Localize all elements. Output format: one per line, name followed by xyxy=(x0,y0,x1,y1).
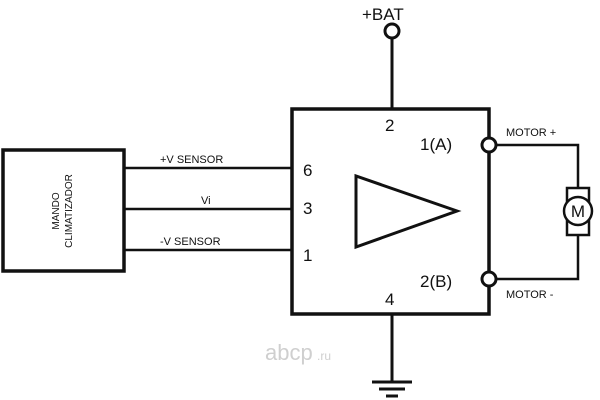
wire-motor-neg xyxy=(496,235,580,281)
watermark-brand: abcp xyxy=(265,340,313,365)
controller-label-line2: CLIMATIZADOR xyxy=(64,174,75,248)
pin-2-label: 2 xyxy=(385,116,394,135)
wire-motor-pos xyxy=(496,143,580,188)
controller-label: MANDO CLIMATIZADOR xyxy=(51,174,75,248)
pin-out-b-label: 2(B) xyxy=(420,272,452,291)
ground-icon xyxy=(372,380,412,398)
motor-symbol: M xyxy=(571,202,585,221)
pin-4-label: 4 xyxy=(385,290,394,309)
amplifier-symbol xyxy=(354,173,462,250)
motor-neg-label: MOTOR - xyxy=(506,289,554,301)
terminal-out-b xyxy=(480,270,498,288)
motor-pos-label: MOTOR + xyxy=(506,127,556,139)
wire-v-sensor-neg-label: -V SENSOR xyxy=(160,236,221,248)
controller-box xyxy=(1,148,126,273)
terminal-out-a xyxy=(480,136,498,154)
pin-3-label: 3 xyxy=(303,199,312,218)
wire-v-sensor-pos-label: +V SENSOR xyxy=(160,154,223,166)
watermark: abcp .ru xyxy=(265,340,331,365)
controller-label-line1: MANDO xyxy=(51,192,62,229)
motor-icon: M xyxy=(562,186,594,237)
supply-label: +BAT xyxy=(362,5,404,24)
pin-1-label: 1 xyxy=(303,246,312,265)
supply-terminal xyxy=(383,22,401,40)
watermark-tld: .ru xyxy=(317,349,331,363)
pin-6-label: 6 xyxy=(303,161,312,180)
wire-vi-label: Vi xyxy=(201,195,211,207)
pin-out-a-label: 1(A) xyxy=(420,135,452,154)
